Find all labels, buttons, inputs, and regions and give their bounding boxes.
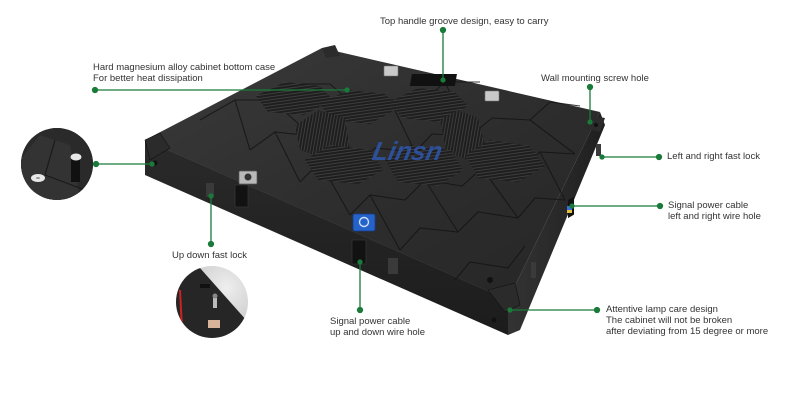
vent-grille [305,145,383,184]
label-lr-wire-hole: Signal power cable left and right wire h… [668,200,761,222]
vent-grille [465,140,545,182]
watermark-logo: Linsn [370,136,446,166]
label-ud-fast-lock: Up down fast lock [172,250,247,261]
label-top-handle: Top handle groove design, easy to carry [380,16,549,27]
power-connector [352,213,376,232]
fast-lock-detail-inset [176,266,248,338]
label-lamp-care: Attentive lamp care design The cabinet w… [606,304,769,337]
cabinet-body: Linsn [144,45,605,335]
label-ud-wire-hole: Signal power cable up and down wire hole [330,316,426,338]
label-wall-mount: Wall mounting screw hole [541,73,649,84]
vent-grille [390,88,468,122]
handle-groove [409,74,457,86]
label-lr-fast-lock: Left and right fast lock [667,151,760,162]
vent-grille [440,110,486,160]
vent-grille [320,90,398,124]
corner-detail-inset [21,128,93,200]
callout-lines [91,26,664,314]
label-bottom-case: Hard magnesium alloy cabinet bottom case… [93,62,276,84]
vent-grille [385,145,463,186]
